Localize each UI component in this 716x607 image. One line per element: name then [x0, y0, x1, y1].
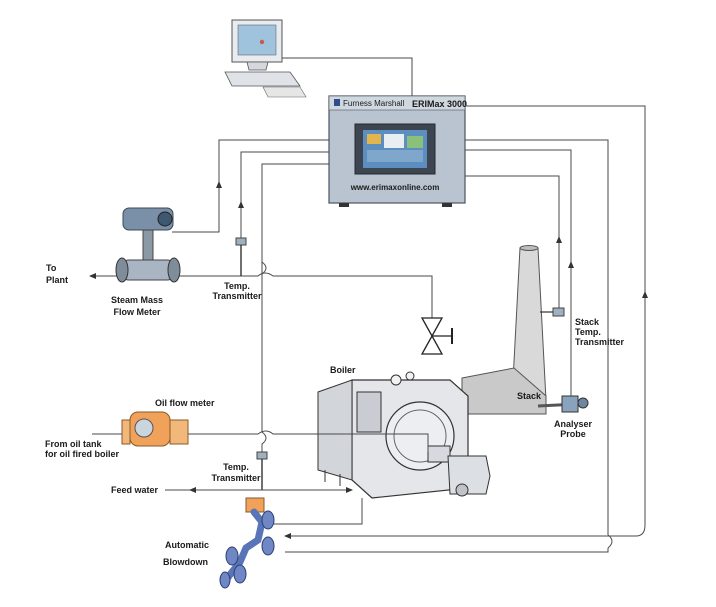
boiler-door-inner: [393, 409, 447, 463]
steam-valve: [420, 317, 453, 355]
analyser-label-1: Analyser: [554, 419, 593, 429]
blowdown-flange-3: [225, 546, 239, 566]
stack-temp-transmitter: Stack Temp. Transmitter: [540, 307, 625, 347]
temp-transmitter-bottom: Temp. Transmitter: [211, 451, 268, 490]
mouse-pad: [262, 86, 307, 98]
stack-temp-label-1: Stack: [575, 317, 600, 327]
screen-panel-a: [367, 134, 381, 144]
from-oil-label-1: From oil tank: [45, 439, 102, 449]
from-oil-label-2: for oil fired boiler: [45, 449, 120, 459]
burner-unit: [447, 455, 491, 495]
to-plant-label-2: Plant: [46, 275, 68, 285]
stack-transmitter-head: [552, 307, 565, 317]
meter-flange-left: [115, 257, 129, 283]
blowdown-flange-2: [261, 536, 275, 556]
stack-temp-label-3: Transmitter: [575, 337, 625, 347]
screen-panel-c: [407, 136, 423, 148]
transmitter-bottom-head: [256, 451, 268, 460]
blowdown-flange-4: [233, 564, 247, 584]
erimax-controller: Furness Marshall ERIMax 3000 www.erimaxo…: [328, 95, 467, 207]
blowdown-flange-1: [261, 510, 275, 530]
screen-panel-b: [384, 134, 404, 148]
stack-temp-label-2: Temp.: [575, 327, 601, 337]
temp-bottom-label-1: Temp.: [223, 462, 249, 472]
controller-url: www.erimaxonline.com: [350, 183, 440, 192]
cabinet-foot-right: [442, 203, 452, 207]
oil-flange-right: [169, 419, 189, 445]
oil-meter-label: Oil flow meter: [155, 398, 215, 408]
oil-flow-meter: Oil flow meter: [121, 398, 215, 447]
meter-body: [124, 259, 172, 281]
controller-model: ERIMax 3000: [412, 99, 467, 109]
feed-water-label: Feed water: [111, 485, 159, 495]
analyser-probe: Analyser Probe: [537, 395, 593, 439]
blowdown-label-2: Blowdown: [163, 557, 208, 567]
monitor-stand: [246, 61, 269, 71]
meter-stem: [142, 229, 154, 261]
oil-meter-dial: [134, 418, 154, 438]
boiler: Boiler: [317, 365, 491, 499]
automatic-blowdown: Automatic Blowdown: [163, 497, 275, 589]
steam-meter-label-2: Flow Meter: [113, 307, 161, 317]
stack-label: Stack: [517, 391, 542, 401]
stack-top: [519, 245, 539, 251]
analyser-label-2: Probe: [560, 429, 586, 439]
temp-transmitter-top: Temp. Transmitter: [212, 237, 262, 301]
boiler-side: [317, 379, 353, 481]
pc-cable: [282, 57, 413, 96]
top-gauge-2: [405, 371, 415, 381]
stack: Stack: [461, 245, 547, 415]
brand-name: Furness Marshall: [343, 99, 405, 108]
blowdown-label-1: Automatic: [165, 540, 209, 550]
cabinet-foot-left: [339, 203, 349, 207]
steam-mass-flow-meter: Steam Mass Flow Meter: [111, 207, 181, 317]
temp-bottom-label-2: Transmitter: [211, 473, 261, 483]
oil-flange-left: [121, 419, 131, 445]
boiler-label: Boiler: [330, 365, 356, 375]
blowdown-flange-5: [219, 571, 231, 589]
screen-panel-d: [367, 150, 423, 162]
to-plant-label-1: To: [46, 263, 57, 273]
burner-nozzle: [455, 483, 469, 497]
temp-top-label-1: Temp.: [224, 281, 250, 291]
burner-box: [427, 445, 451, 463]
feed-water-line: Feed water: [111, 485, 353, 495]
meter-flange-right: [167, 257, 181, 283]
cabinet-header: [328, 95, 466, 111]
oil-line: From oil tank for oil fired boiler: [45, 430, 429, 459]
steam-line: To Plant: [46, 263, 433, 346]
top-gauge-1: [390, 374, 402, 386]
transmitter-head: [235, 237, 247, 246]
control-panel: [356, 391, 382, 433]
monitor-screen: [237, 24, 277, 56]
analyser-body: [561, 395, 579, 413]
computer-workstation: [224, 19, 413, 98]
blowdown-piping: [272, 498, 363, 525]
analyser-cap: [577, 397, 589, 409]
meter-display: [157, 211, 173, 227]
temp-top-label-2: Transmitter: [212, 291, 262, 301]
brand-logo-icon: [334, 99, 340, 106]
screen-marker: [259, 39, 265, 45]
keyboard: [224, 71, 301, 87]
steam-meter-label-1: Steam Mass: [111, 295, 163, 305]
